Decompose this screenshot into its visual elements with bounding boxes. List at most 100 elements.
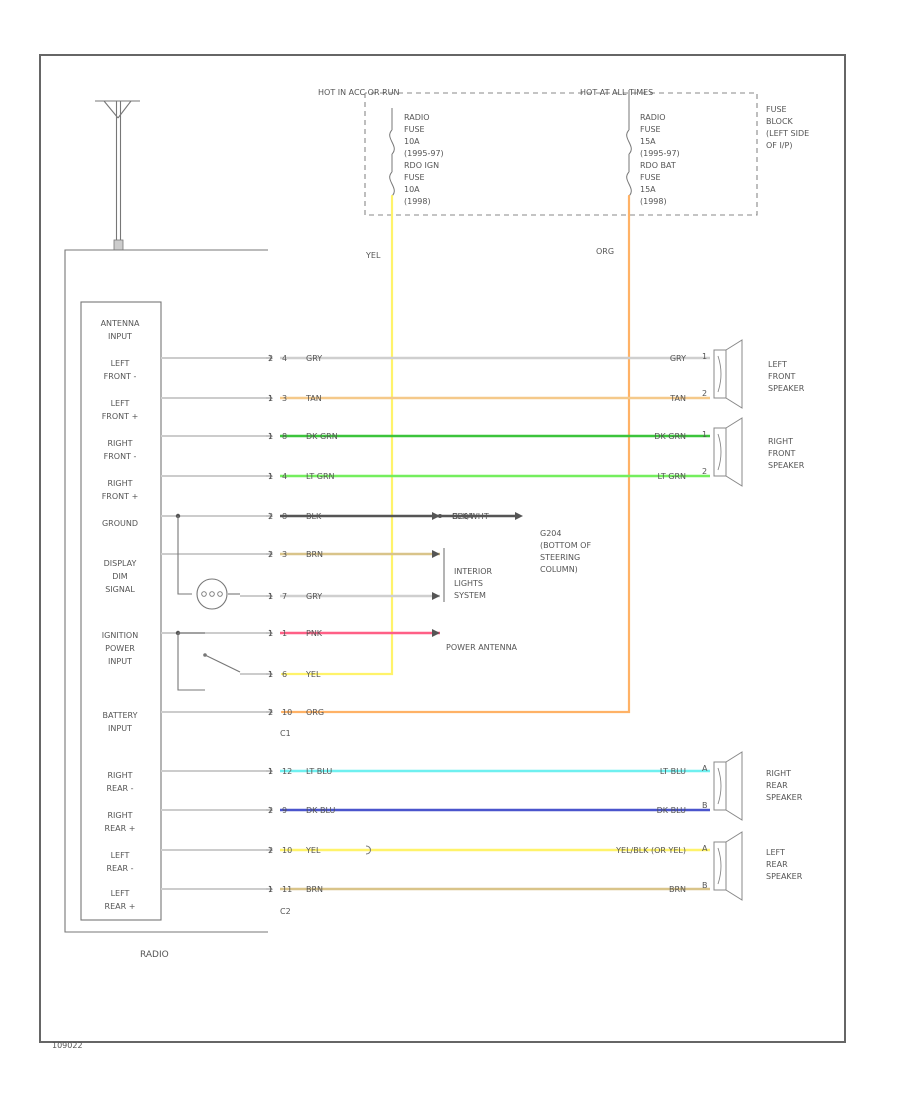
right-fuse-label: RADIO [640, 113, 666, 122]
orange-feed-label: ORG [596, 247, 614, 256]
connector-pin-icon [266, 670, 274, 678]
wire-end-color-label: DK BLU [657, 806, 686, 815]
power-antenna-label: POWER ANTENNA [446, 643, 518, 652]
right-fuse-label: 15A [640, 185, 656, 194]
speaker-pin-label: 2 [702, 467, 707, 476]
connector-pin-icon [266, 629, 274, 637]
speaker-pin-label: B [702, 801, 708, 810]
connector-pin-icon [266, 708, 274, 716]
speaker-icon [713, 339, 743, 409]
connector-pin-icon [266, 592, 274, 600]
wire-cavity-number: 11 [282, 885, 292, 894]
terminal-label: DISPLAY [104, 559, 137, 568]
terminal-label: REAR + [105, 824, 136, 833]
connector-pin-icon [266, 550, 274, 558]
interior-lights-label: INTERIOR [454, 567, 493, 576]
speaker-pin-label: A [702, 764, 708, 773]
speaker-label: LEFT [768, 360, 787, 369]
connector-c2-label: C2 [280, 907, 291, 916]
ground-location-label: COLUMN) [540, 565, 578, 574]
wire-color-label: BRN [306, 885, 323, 894]
terminal-label: REAR - [106, 864, 133, 873]
fuse-block: HOT IN ACC OR RUN HOT AT ALL TIMES [318, 88, 758, 216]
ground-id-label: G204 [452, 512, 473, 521]
wire-pin-number: 2 [268, 846, 273, 855]
yellow-feed-wire [280, 194, 394, 676]
terminal-label: RIGHT [107, 479, 132, 488]
wire-color-label: GRY [306, 592, 322, 601]
speaker-label: REAR [766, 860, 788, 869]
speaker-pin-label: A [702, 844, 708, 853]
wire-color-label: YEL [305, 846, 321, 855]
wire-pin-number: 2 [268, 354, 273, 363]
terminal-label: FRONT + [102, 412, 139, 421]
wire-cavity-number: 10 [282, 846, 292, 855]
speaker-label: SPEAKER [768, 461, 805, 470]
terminal-label: IGNITION [102, 631, 138, 640]
wire-end-color-label: TAN [669, 394, 686, 403]
speaker-label: RIGHT [766, 769, 791, 778]
right-fuse-label: (1995-97) [640, 149, 680, 158]
right-fuse-label: RDO BAT [640, 161, 676, 170]
wire-color-label: PNK [306, 629, 323, 638]
speaker-pin-label: 1 [702, 430, 707, 439]
speaker-label: SPEAKER [766, 872, 803, 881]
wire-pin-number: 1 [268, 472, 273, 481]
connector-pin-icon [266, 846, 274, 854]
terminal-label: BATTERY [103, 711, 138, 720]
wire-end-color-label: BLK/WHT [452, 512, 489, 521]
speaker-label: REAR [766, 781, 788, 790]
terminal-label: REAR - [106, 784, 133, 793]
radio-label: RADIO [140, 950, 169, 960]
connector-pin-icon [266, 394, 274, 402]
connector-c1-label: C1 [280, 729, 291, 738]
terminal-label: RIGHT [107, 771, 132, 780]
terminal-label: REAR + [105, 902, 136, 911]
connector-pin-icon [266, 767, 274, 775]
fuse-block-location-label: (LEFT SIDE [766, 129, 809, 138]
connector-pin-icon [266, 354, 274, 362]
left-fuse-label: RDO IGN [404, 161, 439, 170]
hot-in-acc-label: HOT IN ACC OR RUN [318, 88, 399, 97]
wire-end-color-label: LT BLU [660, 767, 686, 776]
left-fuse-label: 10A [404, 185, 420, 194]
speaker-pin-label: 2 [702, 389, 707, 398]
fuse-block-location-label: FUSE [766, 105, 787, 114]
left-fuse-label: (1998) [404, 197, 431, 206]
interior-lights-arrows [432, 548, 445, 602]
fuse-block-location-label: BLOCK [766, 117, 794, 126]
connector-pin-icon [266, 432, 274, 440]
wire-end-color-label: GRY [670, 354, 686, 363]
right-fuse-label: (1998) [640, 197, 667, 206]
wire-color-label: DK BLU [306, 806, 335, 815]
wire-color-label: BLK [306, 512, 322, 521]
wire-cavity-number: 3 [282, 394, 287, 403]
right-fuse-label: FUSE [640, 173, 661, 182]
wire-color-label: GRY [306, 354, 322, 363]
connector-pin-icon [266, 472, 274, 480]
terminal-label: DIM [112, 572, 128, 581]
power-antenna-arrow [432, 629, 440, 637]
wire-cavity-number: 12 [282, 767, 292, 776]
terminal-label: INPUT [108, 724, 132, 733]
terminal-label: INPUT [108, 332, 132, 341]
left-fuse-icon [389, 108, 395, 197]
speaker-pin-label: 1 [702, 352, 707, 361]
wire-pin-number: 2 [268, 806, 273, 815]
right-fuse-label: FUSE [640, 125, 661, 134]
wire-color-label: YEL [305, 670, 321, 679]
interior-lights-label: SYSTEM [454, 591, 486, 600]
wire-pin-number: 2 [268, 512, 273, 521]
wire-cavity-number: 6 [282, 670, 287, 679]
left-fuse-label: RADIO [404, 113, 430, 122]
wire-color-label: DK GRN [306, 432, 338, 441]
terminal-label: RIGHT [107, 439, 132, 448]
terminal-label: FRONT + [102, 492, 139, 501]
ground-location-label: STEERING [540, 553, 580, 562]
terminal-label: FRONT - [104, 372, 137, 381]
